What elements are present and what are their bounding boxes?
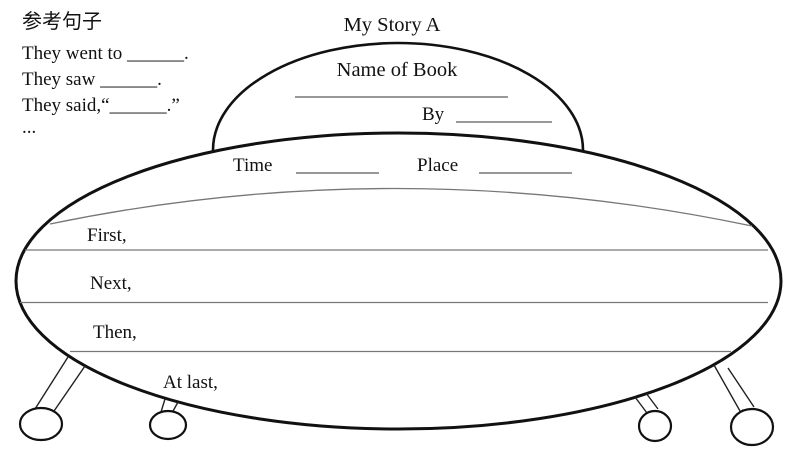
landing-foot-1 xyxy=(18,406,64,442)
by-label: By xyxy=(422,104,445,125)
book-name-label: Name of Book xyxy=(337,59,458,81)
landing-leg-3 xyxy=(634,392,659,414)
landing-foot-2 xyxy=(148,409,188,441)
saucer-rim-line xyxy=(49,187,753,227)
reference-sentence-4: ... xyxy=(22,117,36,138)
row-label-then: Then, xyxy=(93,322,137,343)
landing-leg-1 xyxy=(34,356,86,415)
landing-foot-3 xyxy=(637,409,673,443)
row-label-next: Next, xyxy=(90,273,132,294)
reference-heading: 参考句子 xyxy=(22,10,102,33)
landing-leg-4 xyxy=(713,364,755,412)
landing-foot-4 xyxy=(729,407,775,447)
reference-sentence-1: They went to ______. xyxy=(22,43,189,64)
row-label-first: First, xyxy=(87,225,127,246)
place-label: Place xyxy=(417,155,458,176)
page-title: My Story A xyxy=(344,14,441,36)
ufo-body-shape xyxy=(14,131,783,431)
reference-sentence-2: They saw ______. xyxy=(22,69,162,90)
reference-sentence-3: They said,“______.” xyxy=(22,95,180,116)
time-label: Time xyxy=(233,155,272,176)
row-label-at-last: At last, xyxy=(163,372,218,393)
